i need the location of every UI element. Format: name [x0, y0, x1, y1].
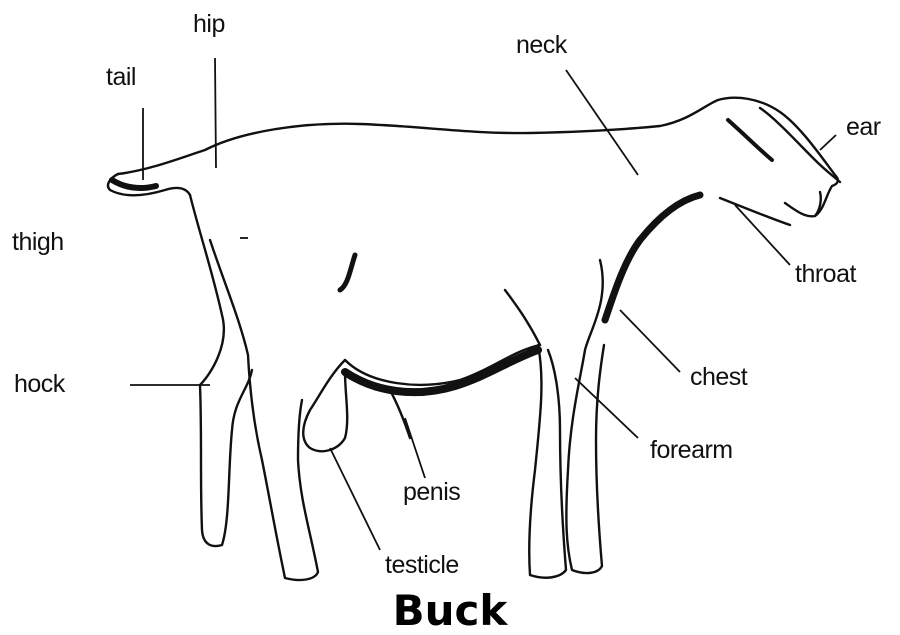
label-throat: throat: [795, 262, 856, 287]
label-hock: hock: [14, 372, 65, 397]
goat-tail-shading: [112, 180, 156, 188]
label-testicle: testicle: [385, 553, 459, 578]
label-thigh: thigh: [12, 230, 64, 255]
label-chest: chest: [690, 365, 747, 390]
label-neck: neck: [516, 33, 567, 58]
goat-sheath-outline: [390, 390, 410, 438]
leader-penis: [405, 418, 425, 478]
leader-ear: [820, 135, 836, 150]
goat-front-leg-back: [529, 345, 566, 578]
leader-hip: [215, 58, 216, 168]
goat-ear-outline: [760, 108, 840, 182]
goat-testicle-outline: [303, 360, 347, 451]
label-hip: hip: [193, 12, 225, 37]
goat-throat-outline: [720, 198, 790, 225]
diagram-caption: Buck: [0, 590, 900, 632]
goat-shoulder-outline: [505, 290, 540, 345]
goat-flank-crease: [340, 255, 355, 290]
leader-neck: [566, 70, 638, 175]
label-tail: tail: [106, 65, 136, 90]
label-ear: ear: [846, 115, 881, 140]
goat-chest-shading: [605, 195, 700, 320]
goat-eye-shading: [728, 120, 772, 160]
label-forearm: forearm: [650, 438, 733, 463]
goat-back-outline: [118, 98, 838, 217]
goat-rear-leg-back: [190, 195, 252, 546]
leader-forearm: [575, 378, 638, 438]
leader-chest: [620, 310, 680, 372]
label-penis: penis: [403, 480, 460, 505]
leader-testicle: [330, 448, 380, 550]
goat-front-leg-front: [566, 260, 604, 573]
